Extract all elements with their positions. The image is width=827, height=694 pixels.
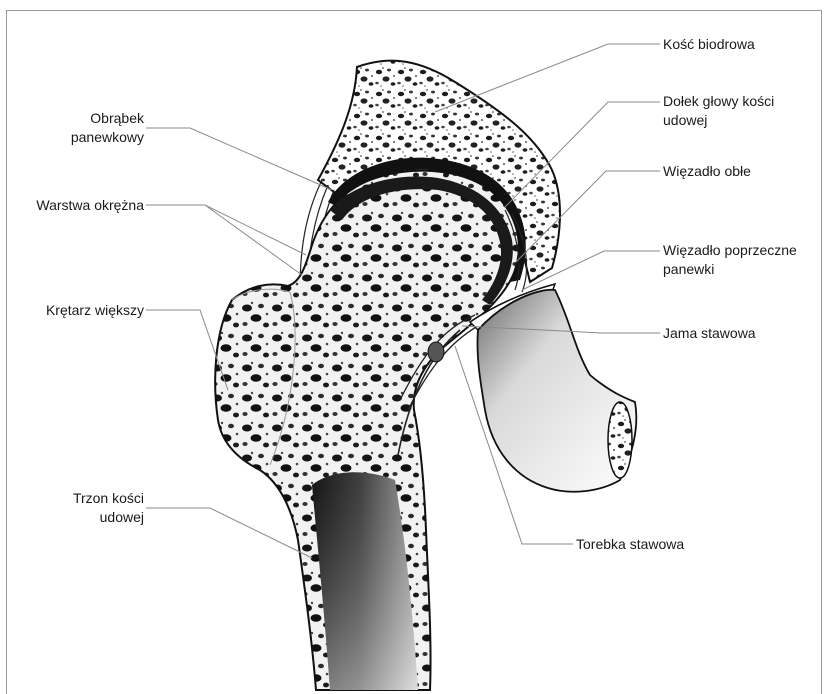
label-ligament-of-head-text: Więzadło obłe — [663, 162, 751, 181]
label-labrum-line1: Obrąbek — [71, 109, 144, 128]
label-joint-capsule: Torebka stawowa — [576, 535, 684, 554]
label-greater-trochanter: Krętarz większy — [46, 301, 144, 320]
label-fovea-line2: udowej — [663, 111, 774, 130]
label-joint-capsule-text: Torebka stawowa — [576, 535, 684, 554]
label-fovea-line1: Dołek głowy kości — [663, 92, 774, 111]
label-labrum-line2: panewkowy — [71, 128, 144, 147]
label-greater-trochanter-text: Krętarz większy — [46, 301, 144, 320]
label-fovea-capitis: Dołek głowy kości udowej — [663, 92, 774, 130]
label-transverse-ligament: Więzadło poprzeczne panewki — [663, 241, 797, 279]
label-femoral-shaft: Trzon kości udowej — [73, 489, 144, 527]
femur-shape — [215, 171, 519, 690]
pubic-bone-cut-surface — [608, 402, 632, 478]
label-shaft-line2: udowej — [73, 508, 144, 527]
label-joint-cavity: Jama stawowa — [663, 324, 756, 343]
label-ligament-of-head: Więzadło obłe — [663, 162, 751, 181]
label-hip-bone: Kość biodrowa — [663, 35, 755, 54]
label-joint-cavity-text: Jama stawowa — [663, 324, 756, 343]
label-shaft-line1: Trzon kości — [73, 489, 144, 508]
label-transverse-line2: panewki — [663, 260, 797, 279]
label-transverse-line1: Więzadło poprzeczne — [663, 241, 797, 260]
label-zona-orbicularis-text: Warstwa okrężna — [36, 196, 144, 215]
label-acetabular-labrum: Obrąbek panewkowy — [71, 109, 144, 147]
label-hip-bone-text: Kość biodrowa — [663, 35, 755, 54]
label-zona-orbicularis: Warstwa okrężna — [36, 196, 144, 215]
